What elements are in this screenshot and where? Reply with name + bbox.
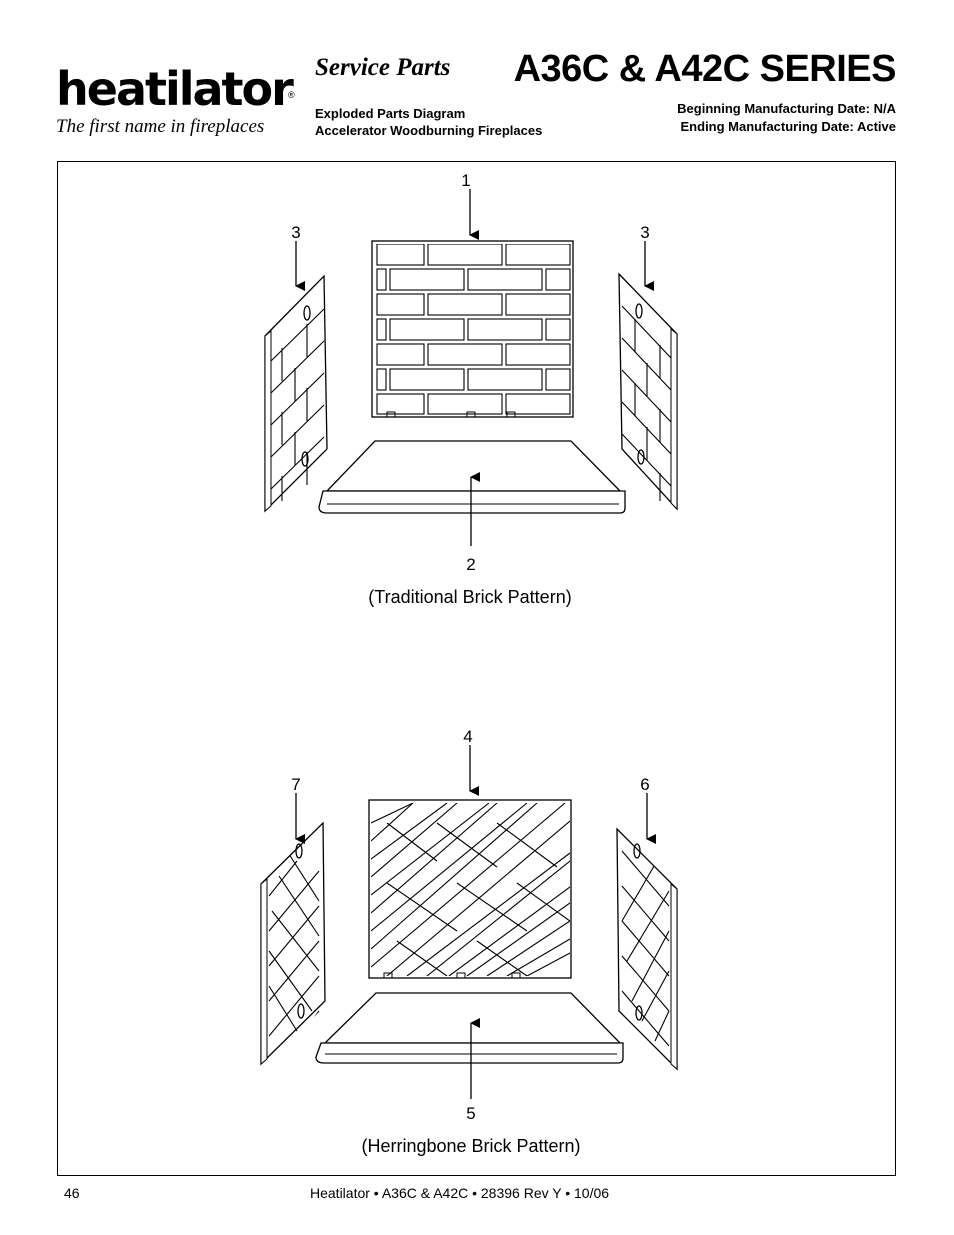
callout-2: 2 — [466, 555, 475, 574]
subtitle-line-1: Exploded Parts Diagram — [315, 106, 466, 121]
caption-traditional: (Traditional Brick Pattern) — [368, 587, 571, 607]
callout-7: 7 — [291, 775, 300, 794]
caption-herringbone: (Herringbone Brick Pattern) — [361, 1136, 580, 1156]
brand-logo: heatilator — [56, 62, 294, 116]
series-title: A36C & A42C SERIES — [513, 48, 897, 90]
document-reference: Heatilator • A36C & A42C • 28396 Rev Y •… — [310, 1185, 610, 1201]
exploded-parts-diagram: 1 3 3 2 (Traditional Brick Pattern) — [260, 171, 678, 1156]
diagram-frame — [57, 161, 896, 1176]
hearth-floor-traditional — [318, 440, 626, 514]
left-side-panel-traditional — [264, 274, 328, 513]
callout-3-right: 3 — [640, 223, 649, 242]
traditional-brick-diagram — [264, 189, 678, 546]
callout-5: 5 — [466, 1104, 475, 1123]
callout-1: 1 — [461, 171, 470, 190]
callout-3-left: 3 — [291, 223, 300, 242]
beginning-date: Beginning Manufacturing Date: N/A — [677, 101, 896, 116]
right-side-panel-traditional — [618, 272, 678, 511]
hearth-floor-herringbone — [315, 992, 624, 1064]
subtitle-block: Exploded Parts Diagram Accelerator Woodb… — [315, 105, 542, 139]
callout-6: 6 — [640, 775, 649, 794]
date-block: Beginning Manufacturing Date: N/A Ending… — [677, 100, 896, 136]
subtitle-line-2: Accelerator Woodburning Fireplaces — [315, 123, 543, 138]
registered-mark: ® — [288, 90, 295, 100]
brand-tagline: The first name in fireplaces — [56, 116, 265, 137]
herringbone-brick-diagram — [260, 745, 678, 1099]
left-side-panel-herringbone — [260, 821, 326, 1066]
callout-4: 4 — [463, 727, 472, 746]
page-number: 46 — [64, 1185, 80, 1201]
right-side-panel-herringbone — [616, 827, 678, 1071]
back-panel-herringbone — [368, 799, 572, 979]
ending-date: Ending Manufacturing Date: Active — [680, 119, 896, 134]
back-panel-traditional — [371, 240, 574, 418]
section-title: Service Parts — [315, 54, 451, 81]
